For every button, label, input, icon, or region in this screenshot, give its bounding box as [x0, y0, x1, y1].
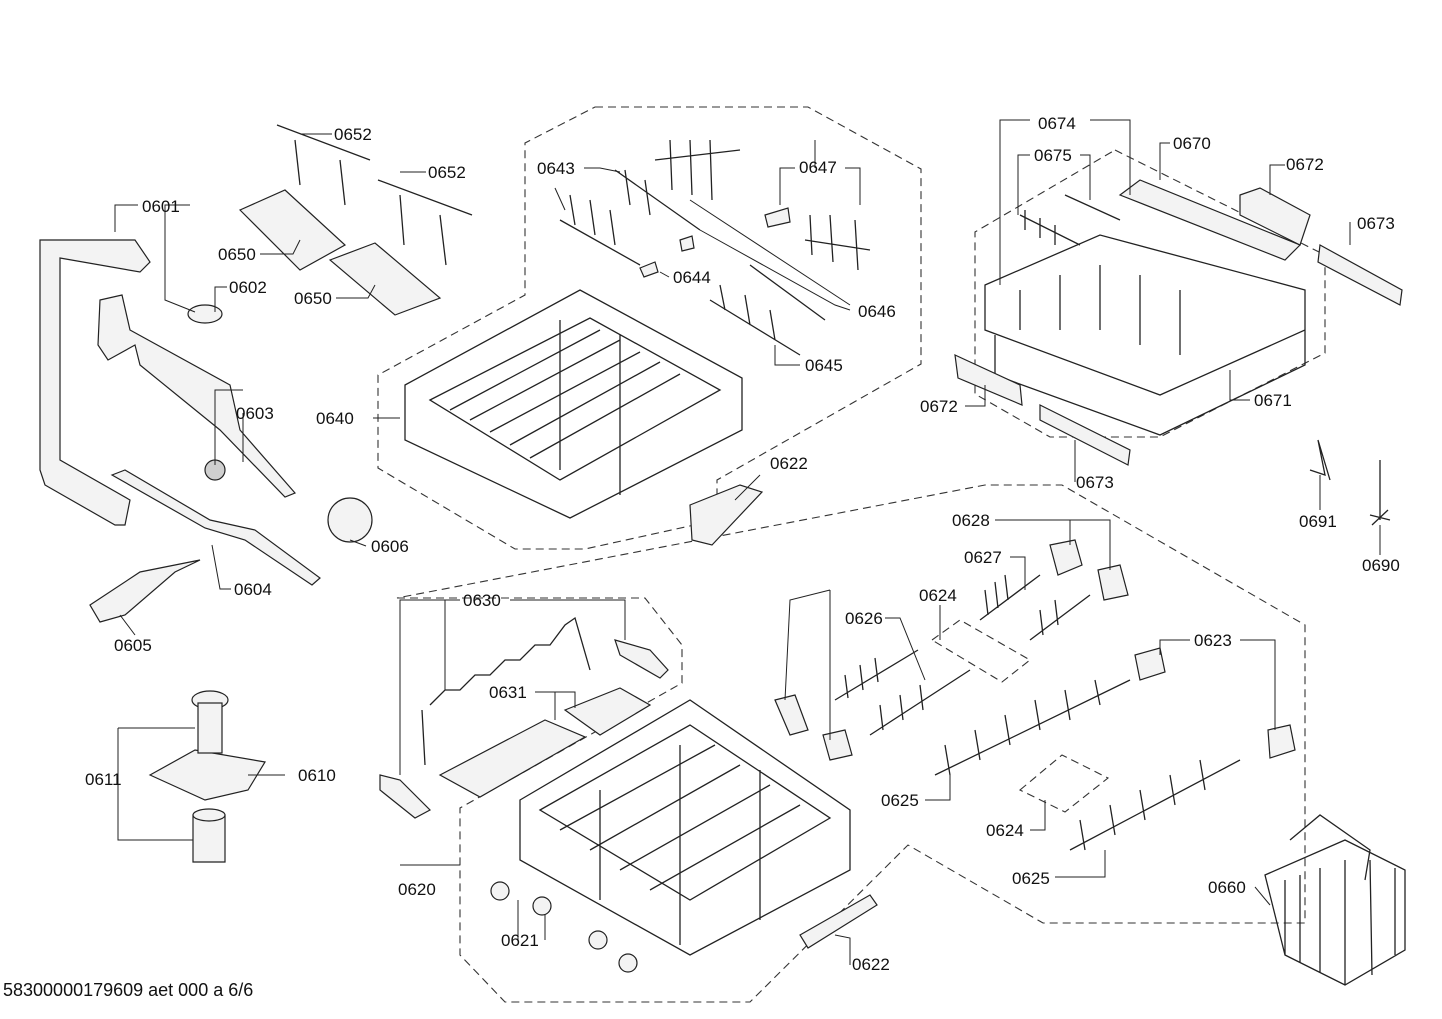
handle-0622-upper-shape [689, 484, 764, 546]
tray-0631-upper-shape [563, 687, 652, 736]
leader-lines [114, 119, 1381, 965]
clip-set-0624-lower-shape [1018, 754, 1110, 813]
part-labels: 0652 0652 0601 0650 0602 0650 0603 0606 … [85, 114, 1400, 974]
upper-basket-group-outline [377, 106, 922, 550]
label-0628: 0628 [952, 511, 990, 530]
rail-0673-lower-shape [1039, 404, 1131, 466]
clip-0652-lower-shape [377, 179, 473, 266]
label-0610: 0610 [298, 766, 336, 785]
bracket-0630-shape [614, 639, 669, 679]
rack-0645-shape [709, 264, 826, 356]
label-0674: 0674 [1038, 114, 1076, 133]
holder-0628-left-shape [774, 694, 853, 761]
label-0624-b: 0624 [986, 821, 1024, 840]
label-0650-b: 0650 [294, 289, 332, 308]
tray-0650-upper-shape [238, 189, 347, 271]
clip-0652-upper-shape [276, 124, 371, 206]
ring-shape [187, 304, 223, 324]
label-0644: 0644 [673, 268, 711, 287]
rail-0673-upper-shape [1317, 244, 1403, 306]
cutlery-basket-shape [1264, 814, 1406, 986]
rack-0643-shape [559, 169, 701, 266]
upper-basket-shape [404, 289, 743, 519]
label-0625-a: 0625 [881, 791, 919, 810]
label-0672-a: 0672 [1286, 155, 1324, 174]
disc-shape [327, 497, 373, 543]
supply-pipe-shape [39, 239, 151, 526]
label-0601: 0601 [142, 197, 180, 216]
bracket-0620-side-shape [379, 774, 431, 819]
label-0622-b: 0622 [852, 955, 890, 974]
sump-plate-shape [148, 749, 266, 801]
label-0690: 0690 [1362, 556, 1400, 575]
tray-0650-lower-shape [328, 242, 442, 316]
rail-0672-upper-shape [1239, 187, 1311, 246]
lower-basket-shape [519, 699, 851, 956]
wheel-3-shape [588, 930, 608, 950]
label-0691: 0691 [1299, 512, 1337, 531]
clip-0691-shape [1309, 439, 1331, 481]
label-0640: 0640 [316, 409, 354, 428]
label-0631: 0631 [489, 683, 527, 702]
label-0626: 0626 [845, 609, 883, 628]
label-0675: 0675 [1034, 146, 1072, 165]
label-0650-a: 0650 [218, 245, 256, 264]
document-id-footer: 58300000179609 aet 000 a 6/6 [3, 980, 254, 1000]
filter-cover-shape [89, 559, 201, 623]
label-0670: 0670 [1173, 134, 1211, 153]
label-0646: 0646 [858, 302, 896, 321]
clip-0647-shape [764, 207, 791, 228]
label-0671: 0671 [1254, 391, 1292, 410]
label-0645: 0645 [805, 356, 843, 375]
rack-0646-shape [654, 139, 871, 271]
label-0621: 0621 [501, 931, 539, 950]
label-0673-b: 0673 [1076, 473, 1114, 492]
filter-body-shape [197, 702, 223, 754]
label-0603: 0603 [236, 404, 274, 423]
label-0625-b: 0625 [1012, 869, 1050, 888]
holder-0628-shape [1049, 539, 1129, 601]
pin-0690-shape [1369, 460, 1391, 526]
clip-0644-shape [639, 235, 695, 278]
label-0660: 0660 [1208, 878, 1246, 897]
clip-set-0624-upper-shape [930, 619, 1031, 683]
rack-0625-lower-shape [1069, 759, 1241, 851]
upper-spray-arm-shape [97, 294, 297, 498]
label-0673-a: 0673 [1357, 214, 1395, 233]
micro-filter-shape [192, 814, 226, 863]
label-0611: 0611 [85, 770, 122, 789]
handle-0622-lower-shape [799, 894, 878, 949]
rack-0627-shape [979, 574, 1091, 641]
label-0606: 0606 [371, 537, 409, 556]
tine-0675-shape [1019, 194, 1121, 246]
lower-spray-arm-shape [110, 469, 321, 586]
wheel-4-shape [618, 953, 638, 973]
label-0620: 0620 [398, 880, 436, 899]
label-0643: 0643 [537, 159, 575, 178]
label-0605: 0605 [114, 636, 152, 655]
label-0622-a: 0622 [770, 454, 808, 473]
label-0672-b: 0672 [920, 397, 958, 416]
rail-0672-lower-shape [954, 353, 1023, 406]
label-0624-a: 0624 [919, 586, 957, 605]
tray-0631-lower-shape [438, 719, 587, 798]
label-0623: 0623 [1194, 631, 1232, 650]
micro-filter-top-shape [192, 808, 226, 822]
label-0630: 0630 [463, 591, 501, 610]
label-0652-a: 0652 [334, 125, 372, 144]
lower-basket-group-outline [396, 484, 1306, 1003]
wire-0630-shape [421, 616, 591, 766]
label-0647: 0647 [799, 158, 837, 177]
rack-0626-shape [834, 649, 971, 736]
wheel-1-shape [490, 881, 510, 901]
wheel-2-shape [532, 896, 552, 916]
label-0604: 0604 [234, 580, 272, 599]
label-0602: 0602 [229, 278, 267, 297]
holder-0623-shape [1134, 647, 1296, 759]
label-0652-b: 0652 [428, 163, 466, 182]
top-rack-frame-shape [984, 234, 1306, 436]
label-0627: 0627 [964, 548, 1002, 567]
rack-0625-upper-shape [934, 679, 1131, 776]
